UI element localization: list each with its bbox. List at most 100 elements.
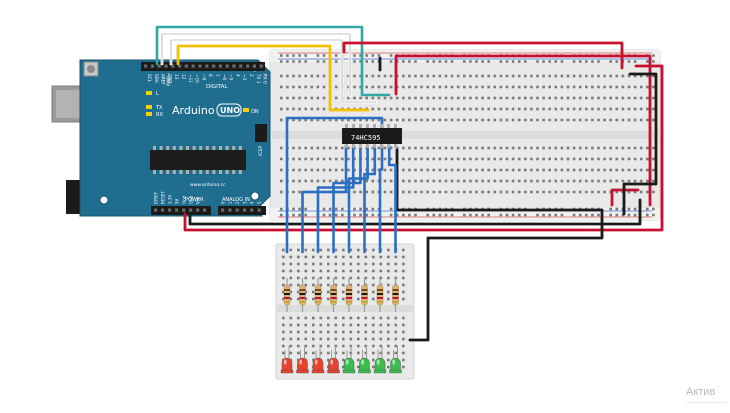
wire-black-right: [622, 72, 658, 216]
l-label: L: [156, 91, 159, 97]
resistor: [314, 278, 322, 312]
digital-pin-label: 13: [174, 74, 179, 80]
green-led: [342, 346, 356, 374]
digital-pin-label: ~5: [229, 74, 234, 81]
pwm-mark-1: PWM~: [166, 73, 171, 86]
led-breadboard: [275, 243, 415, 380]
resistors: [283, 278, 399, 312]
resistor: [376, 278, 384, 312]
digital-pin-label: 4: [235, 74, 240, 77]
digital-pin-label: ~9: [201, 74, 206, 81]
wire-blue-first: [285, 116, 384, 254]
digital-pin-label: ~10: [195, 74, 200, 83]
resistor: [283, 278, 291, 312]
power-pin-label: Gnd: [182, 195, 187, 204]
shift-register: 74HC595: [342, 124, 402, 148]
resistor: [299, 278, 306, 312]
on-label: ON: [251, 109, 259, 115]
watermark-text: Актив: [686, 386, 716, 398]
resistor: [361, 278, 368, 312]
power-pin-label: 1: [228, 201, 233, 204]
green-led: [389, 346, 402, 374]
wire-white-2-outline: [170, 39, 377, 103]
wire-black-chip: [395, 148, 604, 212]
leds: [280, 346, 402, 374]
red-led: [311, 346, 325, 374]
wire-white-1-outline: [161, 33, 351, 97]
tx-led: [146, 105, 152, 109]
digital-pin-label: GND: [167, 74, 172, 84]
wire-red-right: [610, 188, 640, 207]
wire-blue: [387, 144, 397, 254]
wire-black-gnd: [188, 198, 642, 226]
digital-pin-label: ~6: [222, 74, 227, 81]
rx-led: [146, 112, 152, 116]
green-led: [358, 346, 371, 374]
wire-red-5v: [183, 64, 664, 232]
digital-pin-label: 8: [208, 74, 213, 77]
digital-pin-label: 12: [181, 74, 186, 80]
power-pin-label: Vin: [196, 197, 201, 204]
red-led: [296, 346, 309, 374]
wire-blue: [332, 144, 362, 254]
icsp-header: [255, 124, 267, 142]
power-pin-label: 4: [250, 201, 255, 204]
main-breadboard: [269, 49, 661, 221]
power-pin-label: 2: [235, 201, 240, 204]
power-pin-label: 5V: [175, 198, 180, 204]
digital-pin-label: TX 1: [256, 73, 261, 84]
digital-pin-label: AREF: [161, 74, 166, 85]
wire-blue: [363, 144, 377, 254]
wire-red-left: [394, 54, 652, 207]
rx-label: RX: [156, 112, 163, 118]
digital-pin-label: SCL: [147, 74, 152, 83]
power-pin-label: 5: [257, 201, 262, 204]
l-led: [146, 91, 152, 95]
wire-blue: [378, 144, 384, 254]
green-led: [373, 346, 387, 374]
wire-black-led: [408, 208, 604, 342]
wire-teal: [155, 25, 391, 97]
power-label: POWER: [185, 197, 204, 203]
wire-blue: [301, 144, 348, 254]
digital-pin-label: ~3: [242, 74, 247, 81]
digital-pin-label: 7: [215, 74, 220, 77]
digital-pin-label: RX 0: [263, 74, 268, 84]
resistor: [392, 278, 399, 312]
power-pin-label: 3.3V: [168, 195, 173, 204]
digital-pin-label: SDA: [154, 74, 159, 83]
digital-header: [141, 62, 265, 71]
model-badge: [216, 103, 242, 117]
power-header: [151, 206, 211, 215]
wire-yellow: [176, 44, 370, 112]
on-led: [243, 108, 249, 112]
website-label: www.arduino.cc: [190, 182, 226, 188]
resistor: [330, 278, 337, 312]
chip-label: 74HC595: [351, 134, 381, 142]
digital-label: DIGITAL: [206, 84, 228, 90]
wire-blue: [316, 144, 355, 254]
brand-label: Arduino: [172, 104, 215, 117]
red-led: [280, 346, 294, 374]
resistor: [345, 278, 353, 312]
digital-pin-label: 2: [249, 74, 254, 77]
microcontroller-chip: [150, 150, 246, 170]
red-led: [327, 346, 340, 374]
power-pin-label: RESET: [161, 191, 166, 204]
analog-header: [218, 206, 266, 215]
power-pin-label: Gnd: [189, 195, 194, 204]
power-pin-label: 3: [242, 201, 247, 204]
analog-label: ANALOG IN: [222, 197, 250, 203]
wire-blue: [347, 144, 369, 254]
icsp-label: ICSP: [258, 146, 264, 156]
watermark-underline: [686, 402, 726, 409]
digital-pin-label: ~11: [188, 74, 193, 83]
wires: [155, 25, 664, 342]
blue-wires: [301, 144, 397, 254]
power-pin-label: IOREF: [154, 191, 159, 204]
led-breadboard-holes: [282, 248, 405, 369]
